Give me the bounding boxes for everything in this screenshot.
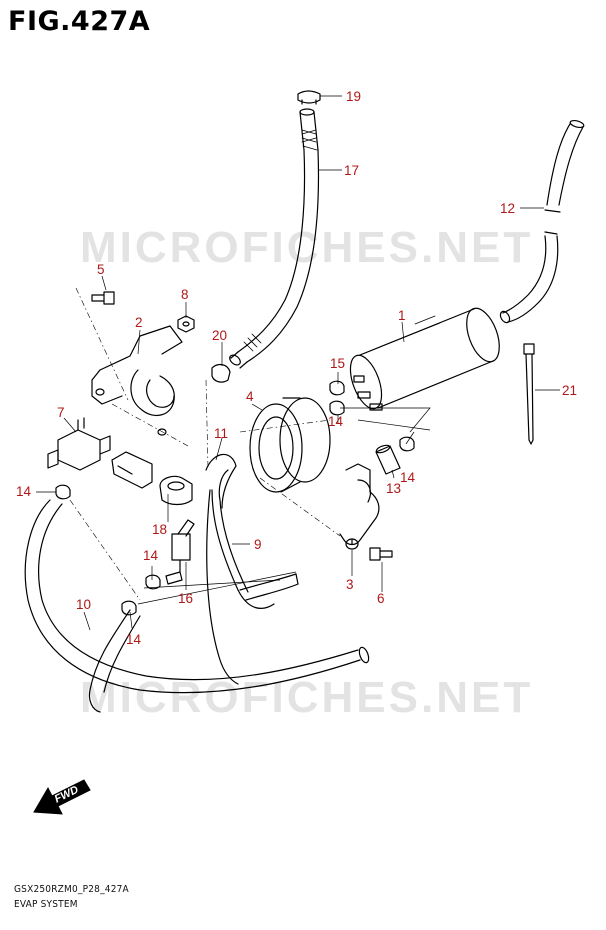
callout-14-bottom: 14 [126, 632, 142, 647]
callout-17: 17 [344, 163, 359, 178]
part-12-hose [499, 119, 585, 324]
part-7-valve [47, 417, 111, 471]
section-name: EVAP SYSTEM [14, 899, 78, 910]
part-2-bracket [91, 325, 183, 489]
model-code: GSX250RZM0_P28_427A [14, 884, 129, 895]
part-17-hose [229, 108, 320, 369]
part-1-canister [349, 307, 500, 411]
part-3-bracket [339, 463, 380, 550]
callout-14-canister: 14 [328, 414, 344, 429]
callouts: 19 17 12 1 21 5 8 2 20 15 4 7 14 11 14 1… [16, 89, 577, 647]
watermark-top: MICROFICHES.NET [80, 223, 533, 272]
callout-5: 5 [97, 262, 105, 277]
part-11-hose [205, 453, 275, 609]
part-21-tie [523, 343, 535, 445]
callout-7: 7 [57, 405, 65, 420]
part-18-grommet [159, 475, 193, 506]
part-16-joint [165, 519, 195, 585]
figure-title: FIG.427A [8, 6, 151, 37]
callout-10: 10 [76, 597, 91, 612]
part-20-clamp [211, 363, 231, 383]
callout-12: 12 [500, 201, 515, 216]
callout-14-left: 14 [16, 484, 32, 499]
callout-6: 6 [377, 591, 385, 606]
part-5-bolt [91, 291, 115, 305]
callout-2: 2 [135, 315, 143, 330]
watermark-bottom: MICROFICHES.NET [80, 673, 533, 722]
part-14-clamps-left [55, 484, 161, 616]
callout-19: 19 [346, 89, 361, 104]
part-10-hose [24, 489, 370, 713]
part-9-hose [239, 573, 299, 601]
part-19-clamp [297, 90, 321, 105]
callout-8: 8 [181, 287, 189, 302]
part-8-nut [177, 315, 195, 333]
part-14-clamp-right [399, 436, 415, 452]
callout-9: 9 [254, 537, 262, 552]
part-6-bolt [369, 547, 393, 561]
callout-1: 1 [398, 308, 406, 323]
fwd-label: FWD [53, 784, 81, 806]
callout-3: 3 [346, 577, 354, 592]
callout-20: 20 [212, 328, 227, 343]
callout-14-right: 14 [400, 470, 416, 485]
callout-4: 4 [246, 389, 254, 404]
callout-13: 13 [386, 481, 401, 496]
callout-15: 15 [330, 356, 345, 371]
part-13-hose [375, 444, 401, 475]
callout-11: 11 [214, 426, 228, 441]
fwd-arrow: FWD [33, 779, 91, 815]
callout-18: 18 [152, 522, 167, 537]
callout-16: 16 [178, 591, 193, 606]
callout-21: 21 [562, 383, 577, 398]
part-4-holder [249, 397, 331, 493]
callout-14-middle: 14 [143, 548, 159, 563]
part-15-clamp [329, 380, 345, 416]
